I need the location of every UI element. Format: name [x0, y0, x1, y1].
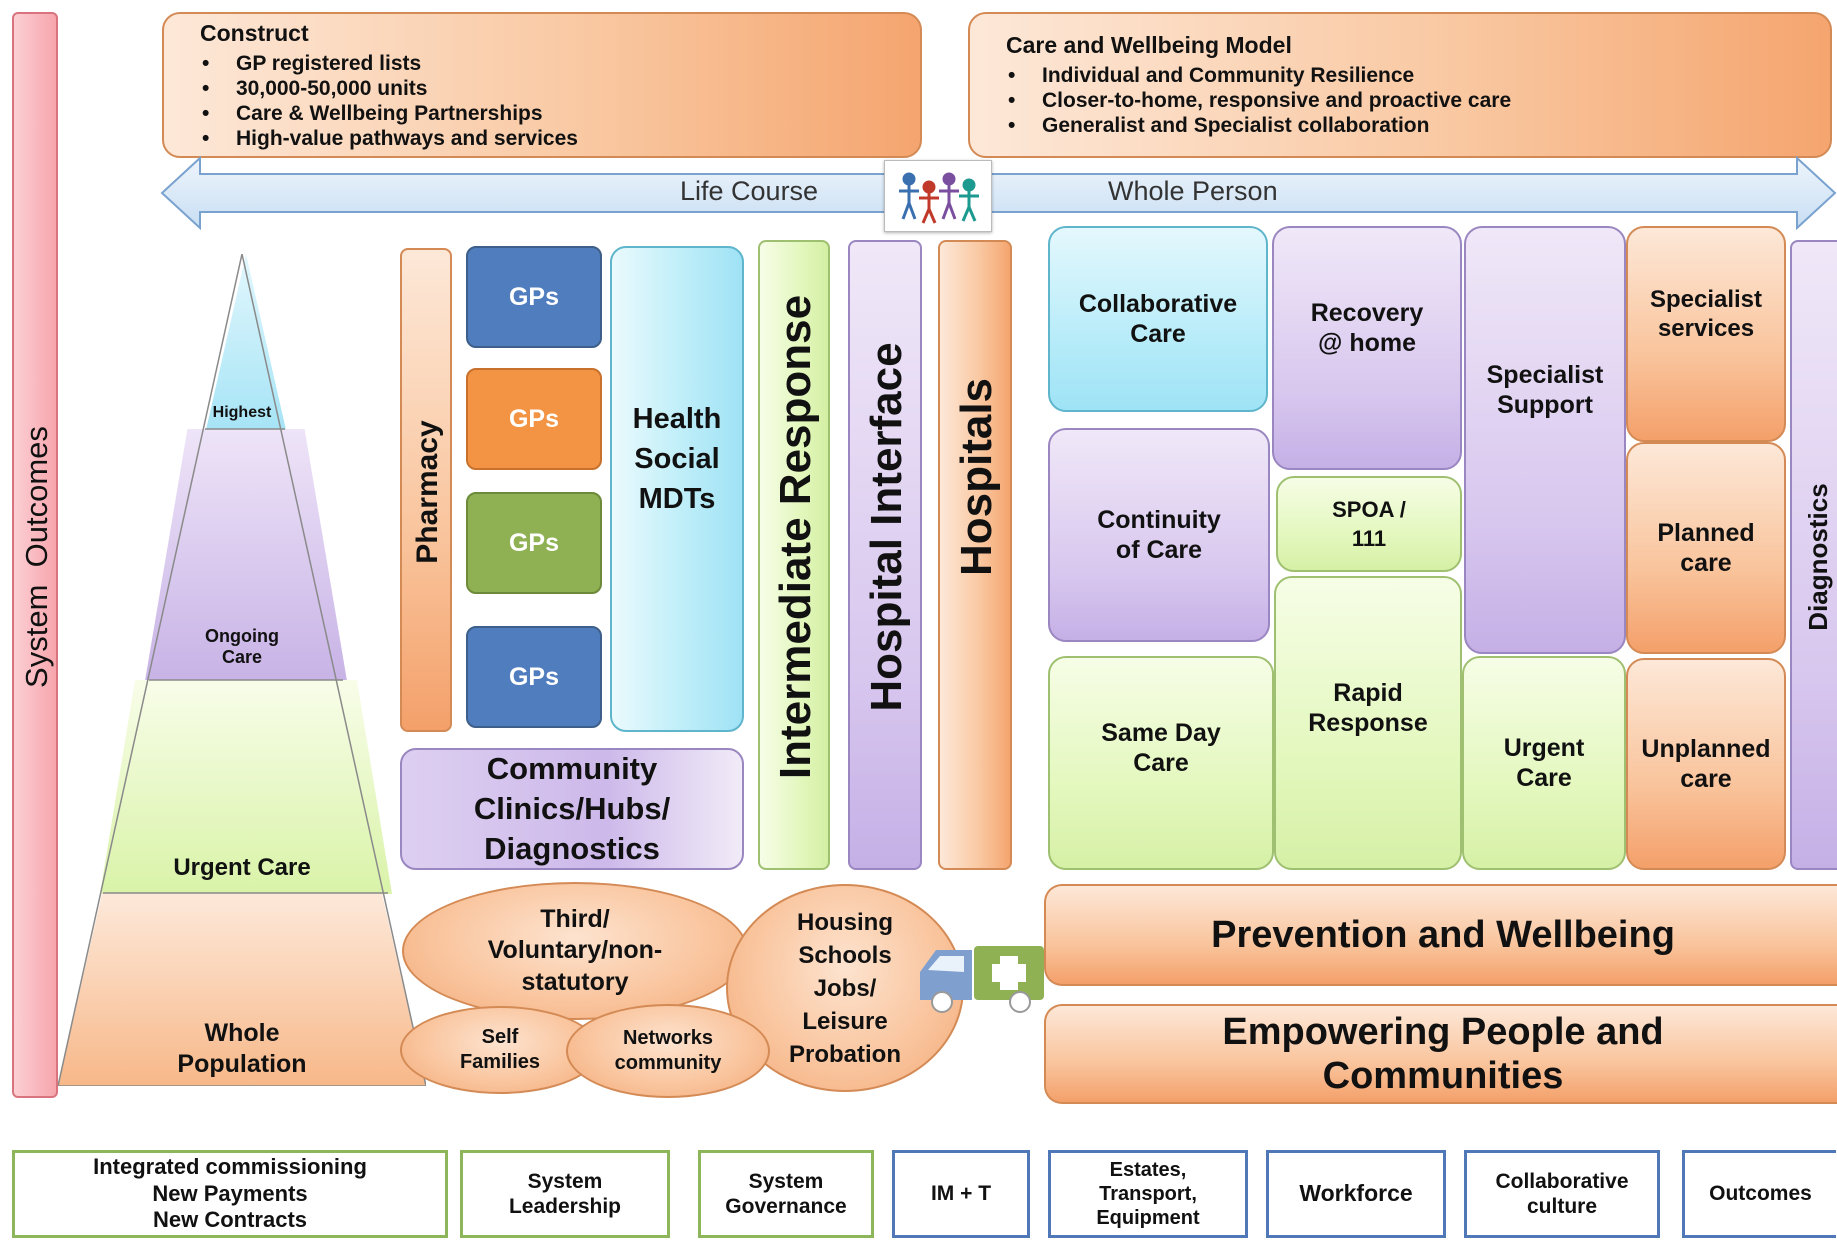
care-model-bullet: Closer-to-home, responsive and proactive… [1008, 88, 1830, 113]
recovery-label: Recovery @ home [1310, 299, 1424, 357]
urgent-care: Urgent Care [1462, 656, 1626, 870]
intermediate-response-label: Intermediate Response [771, 294, 820, 780]
diagnostics-panel: Diagnostics [1790, 240, 1837, 870]
pharmacy-label: Pharmacy [411, 420, 444, 564]
footer-integrated-commissioning: Integrated commissioning New Payments Ne… [12, 1150, 448, 1238]
care-model-title: Care and Wellbeing Model [1006, 32, 1292, 58]
prevention-label: Prevention and Wellbeing [1211, 913, 1675, 956]
recovery-at-home: Recovery @ home [1272, 226, 1462, 470]
construct-bullet: Care & Wellbeing Partnerships [202, 101, 920, 126]
care-model-box: Care and Wellbeing Model Individual and … [968, 12, 1832, 158]
construct-bullet: High-value pathways and services [202, 126, 920, 151]
care-pyramid: Highest Ongoing Care Urgent Care Whole P… [58, 254, 426, 1086]
community-clinics-label: Community Clinics/Hubs/ Diagnostics [473, 751, 671, 866]
same-day-label: Same Day Care [1101, 719, 1221, 777]
system-outcomes-bar: System Outcomes [12, 12, 58, 1098]
oval-third-voluntary: Third/ Voluntary/non-statutory [402, 882, 748, 1020]
footer-estates: Estates, Transport, Equipment [1048, 1150, 1248, 1238]
gp-box-green: GPs [466, 492, 602, 594]
pyramid-ongoing-label: Ongoing Care [205, 626, 279, 667]
footer-system-leadership: System Leadership [460, 1150, 670, 1238]
construct-bullet: GP registered lists [202, 51, 920, 76]
specialist-services-label: Specialist services [1649, 286, 1763, 342]
same-day-care: Same Day Care [1048, 656, 1274, 870]
pyramid-highest-label: Highest [212, 404, 272, 421]
whole-person-label: Whole Person [1108, 176, 1278, 206]
hospitals-panel: Hospitals [938, 240, 1012, 870]
footer-outcomes: Outcomes [1682, 1150, 1836, 1238]
gp-box-orange: GPs [466, 368, 602, 470]
oval-networks-community: Networks community [566, 1004, 770, 1098]
footer-system-governance: System Governance [698, 1150, 874, 1238]
pharmacy-panel: Pharmacy [400, 248, 452, 732]
prevention-wellbeing-band: Prevention and Wellbeing [1044, 884, 1837, 986]
footer-workforce: Workforce [1266, 1150, 1446, 1238]
empowering-label: Empowering People and Communities [1222, 1011, 1664, 1097]
diagnostics-label: Diagnostics [1802, 483, 1833, 631]
hospital-interface-label: Hospital Interface [862, 342, 911, 712]
care-model-bullet: Generalist and Specialist collaboration [1008, 113, 1830, 138]
life-course-arrow [160, 156, 1837, 230]
urgent-care-label: Urgent Care [1503, 734, 1585, 792]
health-social-mdts: Health Social MDTs [610, 246, 744, 732]
construct-box: Construct GP registered lists 30,000-50,… [162, 12, 922, 158]
spoa-111: SPOA / 111 [1276, 476, 1462, 572]
unplanned-care: Unplanned care [1626, 658, 1786, 870]
care-model-bullet: Individual and Community Resilience [1008, 63, 1830, 88]
empowering-people-band: Empowering People and Communities [1044, 1004, 1837, 1104]
community-clinics: Community Clinics/Hubs/ Diagnostics [400, 748, 744, 870]
spoa-label: SPOA / 111 [1332, 497, 1406, 551]
planned-care-label: Planned care [1657, 519, 1755, 577]
gp-box-blue-1: GPs [466, 246, 602, 348]
construct-title: Construct [200, 20, 309, 46]
specialist-support: Specialist Support [1464, 226, 1626, 654]
care-model-list: Individual and Community Resilience Clos… [1006, 63, 1830, 138]
footer-collaborative-culture: Collaborative culture [1464, 1150, 1660, 1238]
system-outcomes-label: System Outcomes [19, 426, 54, 688]
people-icon [884, 160, 992, 232]
planned-care: Planned care [1626, 442, 1786, 654]
continuity-of-care: Continuity of Care [1048, 428, 1270, 642]
specialist-services: Specialist services [1626, 226, 1786, 442]
specialist-support-label: Specialist Support [1486, 361, 1604, 419]
gp-box-blue-2: GPs [466, 626, 602, 728]
life-course-label: Life Course [680, 176, 819, 206]
collaborative-care: Collaborative Care [1048, 226, 1268, 412]
intermediate-response: Intermediate Response [758, 240, 830, 870]
construct-bullet: 30,000-50,000 units [202, 76, 920, 101]
continuity-label: Continuity of Care [1097, 506, 1221, 564]
hospital-interface: Hospital Interface [848, 240, 922, 870]
footer-im-t: IM + T [892, 1150, 1030, 1238]
unplanned-care-label: Unplanned care [1641, 735, 1771, 793]
collaborative-care-label: Collaborative Care [1078, 290, 1238, 348]
pyramid-whole [58, 893, 426, 1086]
mdts-label: Health Social MDTs [632, 403, 722, 515]
rapid-response: Rapid Response [1274, 576, 1462, 870]
hospitals-label: Hospitals [952, 377, 1001, 577]
ambulance-icon [914, 940, 1062, 1020]
construct-list: GP registered lists 30,000-50,000 units … [200, 51, 920, 151]
pyramid-urgent-label: Urgent Care [173, 854, 311, 881]
pyramid-whole-label: Whole Population [177, 1019, 307, 1078]
rapid-response-label: Rapid Response [1308, 679, 1428, 737]
